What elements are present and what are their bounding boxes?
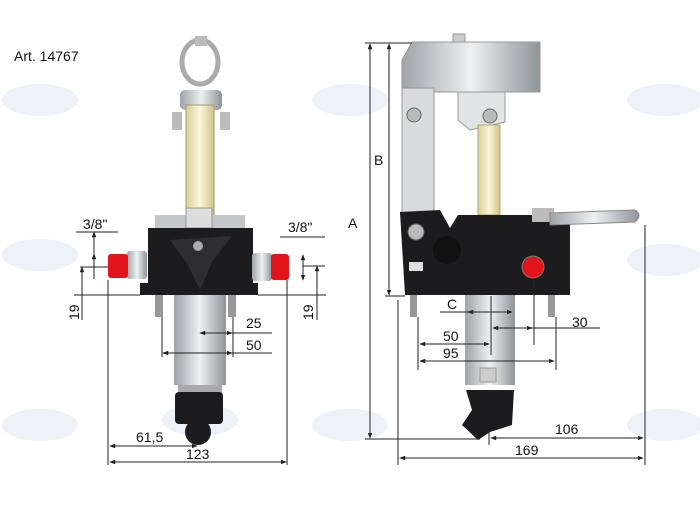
front-half-width-label: 61,5 bbox=[136, 429, 163, 445]
front-total-width-label: 123 bbox=[186, 446, 210, 462]
side-height-a-label: A bbox=[348, 215, 358, 231]
side-offset-50-label: 50 bbox=[443, 328, 459, 344]
side-height-b-label: B bbox=[374, 152, 383, 168]
watermark bbox=[2, 84, 700, 441]
side-total-length-label: 169 bbox=[515, 442, 539, 458]
front-port-height-left-label: 19 bbox=[66, 304, 82, 320]
article-number: Art. 14767 bbox=[14, 48, 79, 64]
front-stud-spacing-label: 50 bbox=[246, 337, 262, 353]
side-stud-spacing-label: 95 bbox=[443, 345, 459, 361]
side-lever-reach-label: 106 bbox=[555, 421, 579, 437]
side-offset-30-label: 30 bbox=[572, 314, 588, 330]
front-port-height-right-label: 19 bbox=[300, 304, 316, 320]
front-stud-offset-label: 25 bbox=[246, 315, 262, 331]
front-port-thread-left-label: 3/8" bbox=[83, 216, 107, 232]
pump-side-view bbox=[400, 33, 640, 440]
pump-front-view bbox=[108, 36, 289, 445]
front-dimensions bbox=[74, 231, 326, 465]
side-dimensions bbox=[365, 42, 646, 465]
front-port-thread-right-label: 3/8" bbox=[288, 219, 312, 235]
side-offset-c-label: C bbox=[447, 296, 457, 312]
